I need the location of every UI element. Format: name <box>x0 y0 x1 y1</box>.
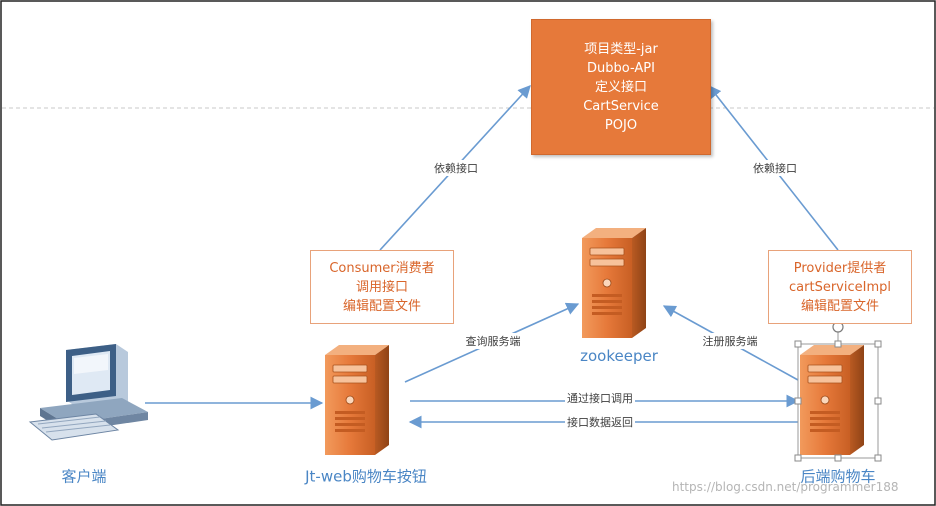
node-label-client: 客户端 <box>61 467 107 486</box>
node-label-jt-web: Jt-web购物车按钮 <box>305 467 427 486</box>
api-box-line-5: POJO <box>604 117 638 133</box>
api-box-line-3: 定义接口 <box>594 79 647 95</box>
api-box-line-4: CartService <box>583 98 659 114</box>
provider-box-line-3: 编辑配置文件 <box>800 298 879 314</box>
consumer-box: Consumer消费者 调用接口 编辑配置文件 <box>310 250 454 324</box>
provider-box-line-2: cartServiceImpl <box>789 279 891 295</box>
edge-label-provider-depends: 依赖接口 <box>751 160 799 176</box>
edge-label-query-service: 查询服务端 <box>463 333 523 349</box>
provider-box-line-1: Provider提供者 <box>793 260 887 276</box>
node-label-zookeeper: zookeeper <box>580 347 658 365</box>
jt-web-server-icon <box>324 344 390 456</box>
consumer-box-line-3: 编辑配置文件 <box>342 298 421 314</box>
zookeeper-server-icon <box>581 227 647 339</box>
edge-label-register-service: 注册服务端 <box>700 333 760 349</box>
edge-label-call-interface: 通过接口调用 <box>565 390 635 406</box>
node-label-backend: 后端购物车 <box>800 467 876 486</box>
backend-server-icon <box>799 344 865 456</box>
api-box-line-1: 项目类型-jar <box>584 41 658 57</box>
desktop-computer-icon <box>28 344 148 441</box>
api-box-line-2: Dubbo-API <box>587 60 655 76</box>
watermark-text: https://blog.csdn.net/programmer188 <box>672 480 899 494</box>
api-module-box: 项目类型-jar Dubbo-API 定义接口 CartService POJO <box>531 19 711 155</box>
consumer-box-line-2: 调用接口 <box>355 279 408 295</box>
consumer-box-line-1: Consumer消费者 <box>329 260 435 276</box>
edge-label-consumer-depends: 依赖接口 <box>432 160 480 176</box>
edge-label-data-return: 接口数据返回 <box>565 414 635 430</box>
provider-box: Provider提供者 cartServiceImpl 编辑配置文件 <box>768 250 912 324</box>
